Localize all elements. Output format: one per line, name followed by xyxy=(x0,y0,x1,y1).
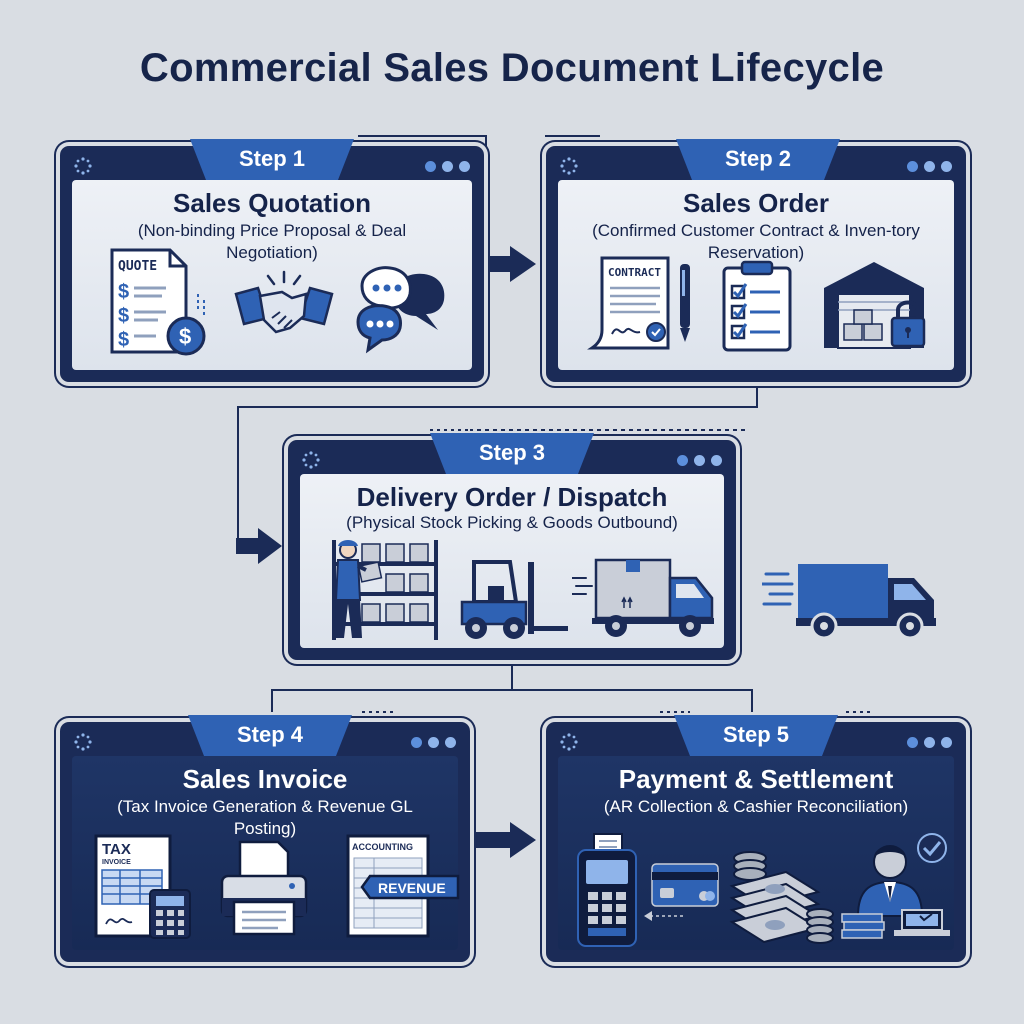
printer-icon xyxy=(220,840,308,936)
step-5-heading: Payment & Settlement xyxy=(618,764,894,794)
step-1-heading: Sales Quotation xyxy=(173,188,371,218)
svg-text:$: $ xyxy=(118,281,129,303)
step-4-tab: Step 4 xyxy=(188,715,352,757)
svg-text:$: $ xyxy=(118,329,129,351)
contract-document-icon: CONTRACT xyxy=(587,256,690,350)
pos-terminal-icon xyxy=(577,833,637,947)
step-2-panel: Sales Order (Confirmed Customer Contract… xyxy=(558,180,954,370)
delivery-truck-icon xyxy=(572,558,714,637)
step-5-tab: Step 5 xyxy=(674,715,838,757)
accounting-ledger-icon: ACCOUNTING REVENUE xyxy=(346,834,460,938)
step-1-subtitle: (Non-binding Price Proposal & Deal Negot… xyxy=(137,221,407,262)
window-dots xyxy=(419,159,470,177)
warehouse-worker-icon xyxy=(332,540,438,640)
credit-card-icon xyxy=(644,863,719,921)
step-5-subtitle: (AR Collection & Cashier Reconciliation) xyxy=(603,797,909,816)
tax-invoice-icon: TAX INVOICE xyxy=(94,834,191,939)
step-4-subtitle: (Tax Invoice Generation & Revenue GL Pos… xyxy=(117,797,413,838)
step-4-panel: Sales Invoice (Tax Invoice Generation & … xyxy=(72,756,460,950)
locked-warehouse-icon xyxy=(824,262,926,349)
forklift-icon xyxy=(460,560,568,639)
step-2-card: Step 2 Sales Order (Confirmed Customer C… xyxy=(546,139,966,382)
quote-doc-label: QUOTE xyxy=(118,259,157,274)
step-1-card: Step 1 Sales Quotation (Non-binding Pric… xyxy=(60,139,484,382)
step-3-heading: Delivery Order / Dispatch xyxy=(356,482,668,512)
step-1-tab: Step 1 xyxy=(190,139,354,181)
quote-document-icon: QUOTE $$$ $ xyxy=(110,248,206,356)
loading-spinner-icon xyxy=(560,733,578,751)
step-3-card: Step 3 Delivery Order / Dispatch (Physic… xyxy=(288,433,736,660)
contract-doc-label: CONTRACT xyxy=(608,266,661,279)
step-3-panel: Delivery Order / Dispatch (Physical Stoc… xyxy=(300,474,724,648)
step-5-card: Step 5 Payment & Settlement (AR Collecti… xyxy=(546,715,966,962)
arrow-into-step3 xyxy=(236,528,282,564)
step-1-panel: Sales Quotation (Non-binding Price Propo… xyxy=(72,180,472,370)
revenue-tag: REVENUE xyxy=(378,880,446,896)
loading-spinner-icon xyxy=(74,157,92,175)
tax-doc-sublabel: INVOICE xyxy=(102,859,131,866)
svg-text:$: $ xyxy=(179,324,191,349)
step-2-tab: Step 2 xyxy=(676,139,840,181)
arrow-step4-to-step5 xyxy=(476,822,536,858)
step-4-heading: Sales Invoice xyxy=(182,764,348,794)
moving-truck-icon xyxy=(762,564,936,640)
connector-step3-to-step4-5 xyxy=(271,664,753,712)
loading-spinner-icon xyxy=(302,451,320,469)
step-3-subtitle: (Physical Stock Picking & Goods Outbound… xyxy=(346,513,678,532)
step-3-tab: Step 3 xyxy=(430,433,594,475)
page-title: Commercial Sales Document Lifecycle xyxy=(139,46,885,90)
loading-spinner-icon xyxy=(560,157,578,175)
svg-text:$: $ xyxy=(118,305,129,327)
cash-stack-icon xyxy=(729,851,834,944)
step-5-panel: Payment & Settlement (AR Collection & Ca… xyxy=(558,756,954,950)
loading-spinner-icon xyxy=(74,733,92,751)
arrow-step1-to-step2 xyxy=(478,246,536,282)
step-4-card: Step 4 Sales Invoice (Tax Invoice Genera… xyxy=(60,715,470,962)
step-2-heading: Sales Order xyxy=(683,188,829,218)
chat-bubbles-icon xyxy=(356,266,445,354)
cashier-icon xyxy=(841,833,950,939)
window-dots xyxy=(671,453,722,471)
window-dots xyxy=(405,735,456,753)
connector-step2-to-step3 xyxy=(237,382,758,545)
ledger-label: ACCOUNTING xyxy=(352,842,413,852)
window-dots xyxy=(901,159,952,177)
window-dots xyxy=(901,735,952,753)
clipboard-checklist-icon xyxy=(722,260,792,352)
handshake-icon xyxy=(234,270,334,334)
tax-doc-label: TAX xyxy=(102,841,131,858)
step-2-subtitle: (Confirmed Customer Contract & Inven-tor… xyxy=(592,221,920,262)
